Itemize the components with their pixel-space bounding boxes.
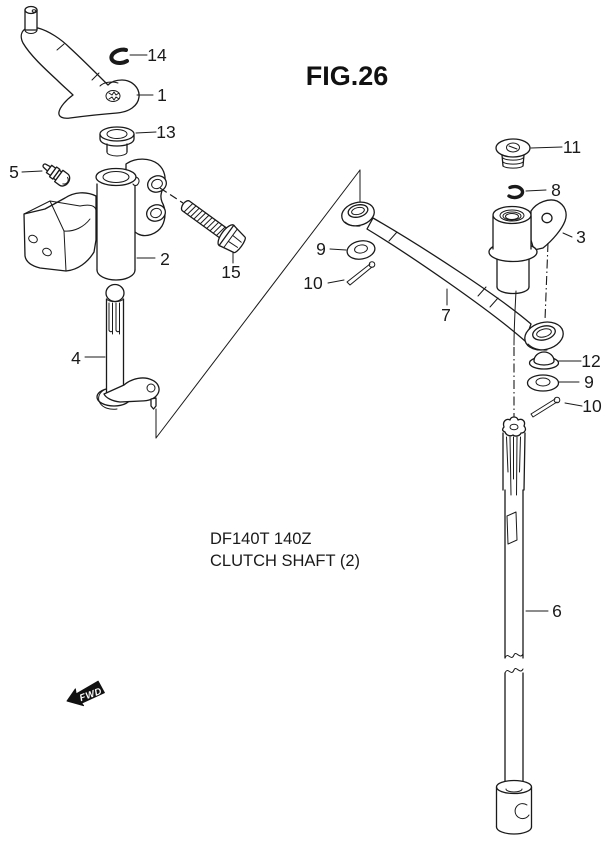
callout-2: 2 <box>136 249 170 269</box>
callout-13-label: 13 <box>156 122 175 142</box>
callout-13: 13 <box>135 122 176 142</box>
callout-12: 12 <box>558 351 601 371</box>
callout-10-left: 10 <box>303 273 345 293</box>
part-9-left-washer-drawing <box>346 240 376 260</box>
callout-12-label: 12 <box>581 351 600 371</box>
part-9-right-washer-drawing <box>526 374 560 392</box>
callout-4: 4 <box>71 348 106 368</box>
callout-9-right: 9 <box>558 372 594 392</box>
callout-7: 7 <box>441 288 451 325</box>
part-5-plug-screw-drawing <box>42 163 71 187</box>
part-14-circlip-drawing <box>109 47 129 66</box>
model-code: DF140T 140Z <box>210 530 312 548</box>
callout-11: 11 <box>530 137 581 157</box>
part-2-bracket-drawing <box>23 158 167 281</box>
callout-7-label: 7 <box>441 305 451 325</box>
callout-15-label: 15 <box>221 262 240 282</box>
callout-5-label: 5 <box>9 162 19 182</box>
callout-6-label: 6 <box>552 601 562 621</box>
callout-10-right: 10 <box>564 396 602 416</box>
figure-name: CLUTCH SHAFT (2) <box>210 552 360 570</box>
figure-title: FIG.26 <box>306 61 389 91</box>
fwd-arrow-label: FWD <box>78 686 104 704</box>
part-12-bushing-drawing <box>528 351 560 370</box>
callout-14: 14 <box>129 45 167 65</box>
callout-11-label: 11 <box>563 137 581 157</box>
part-7-link-rod-drawing <box>341 201 564 351</box>
callout-15: 15 <box>221 251 241 282</box>
part-3-holder-drawing <box>488 199 567 420</box>
callout-4-label: 4 <box>71 348 81 368</box>
part-8-snap-ring-drawing <box>507 184 525 200</box>
part-11-plug-drawing <box>495 138 531 169</box>
part-1-lever-drawing <box>20 5 140 119</box>
callout-10-left-label: 10 <box>303 273 323 293</box>
callout-8-label: 8 <box>551 180 561 200</box>
relation-lines <box>155 169 361 439</box>
fwd-arrow: FWD <box>66 680 105 707</box>
part-6-clutch-shaft-drawing <box>495 416 533 835</box>
part-15-bolt-drawing <box>159 187 246 254</box>
callout-3: 3 <box>562 227 586 247</box>
callout-6: 6 <box>525 601 562 621</box>
callout-1: 1 <box>136 85 167 105</box>
callout-9-left-label: 9 <box>316 239 326 259</box>
callout-1-label: 1 <box>157 85 167 105</box>
part-10-left-pin-drawing <box>346 261 376 286</box>
callout-10-right-label: 10 <box>582 396 602 416</box>
callout-2-label: 2 <box>160 249 170 269</box>
part-13-bushing-drawing <box>99 126 135 157</box>
part-4-upper-shaft-drawing <box>96 283 160 410</box>
callout-9-left: 9 <box>316 239 347 259</box>
part-10-right-pin-drawing <box>530 396 561 418</box>
callout-3-label: 3 <box>576 227 586 247</box>
callout-5: 5 <box>9 162 43 182</box>
callout-8: 8 <box>525 180 561 200</box>
fwd-arrow-shape <box>66 680 105 707</box>
callout-9-right-label: 9 <box>584 372 594 392</box>
callout-14-label: 14 <box>147 45 167 65</box>
